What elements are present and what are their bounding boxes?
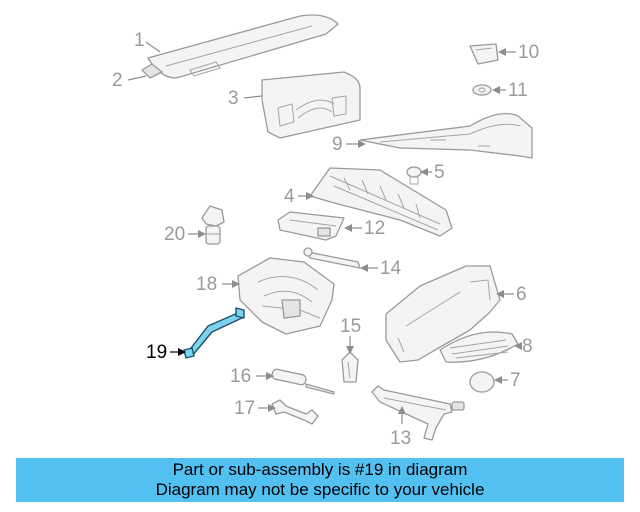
callout-16[interactable]: 16 (230, 366, 274, 387)
part-15-clip[interactable] (341, 351, 359, 383)
part-4-sill-trim[interactable] (309, 167, 453, 237)
callout-17-label: 17 (234, 398, 255, 419)
callout-15[interactable]: 15 (340, 316, 361, 354)
banner-line-part: Part or sub-assembly is #19 in diagram (172, 460, 468, 479)
callout-6[interactable]: 6 (496, 284, 527, 305)
callout-1[interactable]: 1 (134, 30, 161, 53)
part-3-rear-panel[interactable] (261, 71, 361, 139)
callout-13-label: 13 (390, 428, 411, 449)
callout-11[interactable]: 11 (492, 80, 528, 101)
part-11-grommet[interactable] (472, 84, 492, 96)
callout-4[interactable]: 4 (284, 186, 314, 207)
callout-18-label: 18 (196, 274, 217, 295)
callout-8[interactable]: 8 (514, 336, 533, 357)
part-5-push-clip[interactable] (406, 166, 422, 185)
callout-10[interactable]: 10 (498, 42, 539, 63)
part-12-bracket[interactable] (277, 211, 345, 241)
parts-diagram: 1 2 3 10 11 9 5 4 20 12 (112, 14, 539, 449)
info-banner: Part or sub-assembly is #19 in diagram D… (16, 458, 624, 502)
part-18-wheel-tray[interactable] (237, 257, 335, 335)
callout-9-label: 9 (332, 134, 343, 155)
callout-11-label: 11 (508, 80, 528, 101)
callout-6-label: 6 (516, 284, 527, 305)
callout-14-label: 14 (380, 258, 402, 279)
part-19-cable-highlighted[interactable] (183, 307, 245, 359)
callout-17[interactable]: 17 (234, 398, 276, 419)
part-1-parcel-shelf[interactable] (140, 14, 339, 79)
part-20-jack-post[interactable] (201, 205, 225, 245)
part-7-cap[interactable] (469, 371, 495, 393)
callout-15-label: 15 (340, 316, 361, 337)
callout-9[interactable]: 9 (332, 134, 366, 155)
part-14-rod[interactable] (303, 247, 361, 269)
banner-line-disclaimer: Diagram may not be specific to your vehi… (155, 480, 485, 499)
part-16-screwdriver[interactable] (271, 368, 335, 395)
callout-12-label: 12 (364, 218, 385, 239)
callout-20-label: 20 (164, 224, 185, 245)
callout-3[interactable]: 3 (228, 88, 263, 109)
callout-2[interactable]: 2 (112, 70, 147, 91)
callout-18[interactable]: 18 (196, 274, 240, 295)
callout-10-label: 10 (518, 42, 539, 63)
part-6-quarter-trim[interactable] (385, 265, 501, 363)
callout-19[interactable]: 19 (146, 342, 186, 363)
callout-20[interactable]: 20 (164, 224, 206, 245)
part-17-wrench[interactable] (271, 399, 319, 425)
callout-19-label: 19 (146, 342, 167, 363)
part-10-clip[interactable] (469, 43, 499, 65)
callout-5-label: 5 (434, 162, 445, 183)
part-9-trim-strip[interactable] (359, 112, 533, 159)
callout-14[interactable]: 14 (360, 258, 402, 279)
callout-7-label: 7 (510, 370, 521, 391)
callout-13[interactable]: 13 (390, 406, 411, 449)
callout-16-label: 16 (230, 366, 251, 387)
callout-4-label: 4 (284, 186, 295, 207)
callout-8-label: 8 (522, 336, 533, 357)
callout-5[interactable]: 5 (420, 162, 445, 183)
part-13-tool-kit[interactable] (371, 385, 465, 441)
callout-3-label: 3 (228, 88, 239, 109)
callout-7[interactable]: 7 (494, 370, 521, 391)
callout-12[interactable]: 12 (344, 218, 385, 239)
callout-1-label: 1 (134, 30, 145, 51)
callout-2-label: 2 (112, 70, 123, 91)
